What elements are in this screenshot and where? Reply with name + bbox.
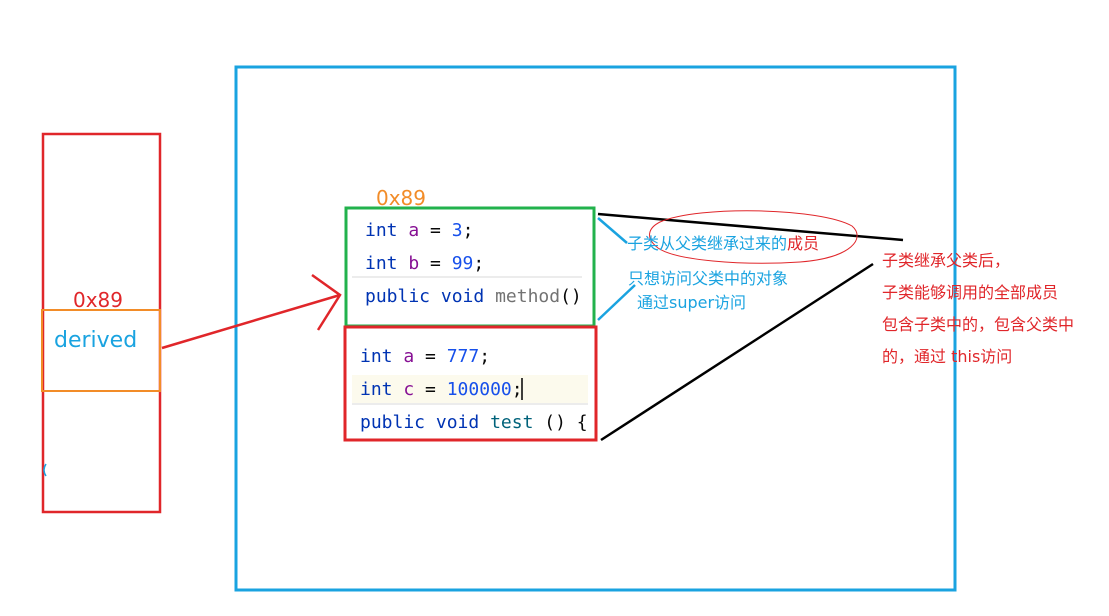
this-access-note-line1: 子类继承父类后， xyxy=(882,251,1011,270)
stack-column xyxy=(41,132,162,514)
child-field-a: int a = 777; xyxy=(360,346,491,367)
parent-field-b: int b = 99; xyxy=(365,253,485,274)
derived-box xyxy=(41,309,161,392)
super-access-note-line1: 只想访问父类中的对象 xyxy=(628,269,789,288)
child-field-c: int c = 100000; xyxy=(360,379,523,400)
this-access-note-line2: 子类能够调用的全部成员 xyxy=(882,283,1059,302)
object-address-label: 0x89 xyxy=(376,186,427,210)
this-access-note-line3: 包含子类中的，包含父类中 xyxy=(882,315,1075,334)
child-method: public void test () { xyxy=(360,412,588,433)
reference-arrow xyxy=(161,293,341,350)
inherited-members-note: 子类从父类继承过来的成员 xyxy=(627,234,820,253)
derived-variable-label: derived xyxy=(54,328,138,353)
highlight-ellipse xyxy=(649,210,858,264)
super-access-note-line2: 通过super访问 xyxy=(637,293,747,312)
heap-frame xyxy=(234,65,957,592)
child-members-box xyxy=(343,325,598,442)
stack-address-label: 0x89 xyxy=(73,288,124,312)
parent-method: public void method() xyxy=(365,286,582,307)
parent-field-a: int a = 3; xyxy=(365,220,474,241)
this-access-note-line4: 的，通过 this访问 xyxy=(882,347,1013,366)
reference-arrowhead xyxy=(311,273,342,331)
